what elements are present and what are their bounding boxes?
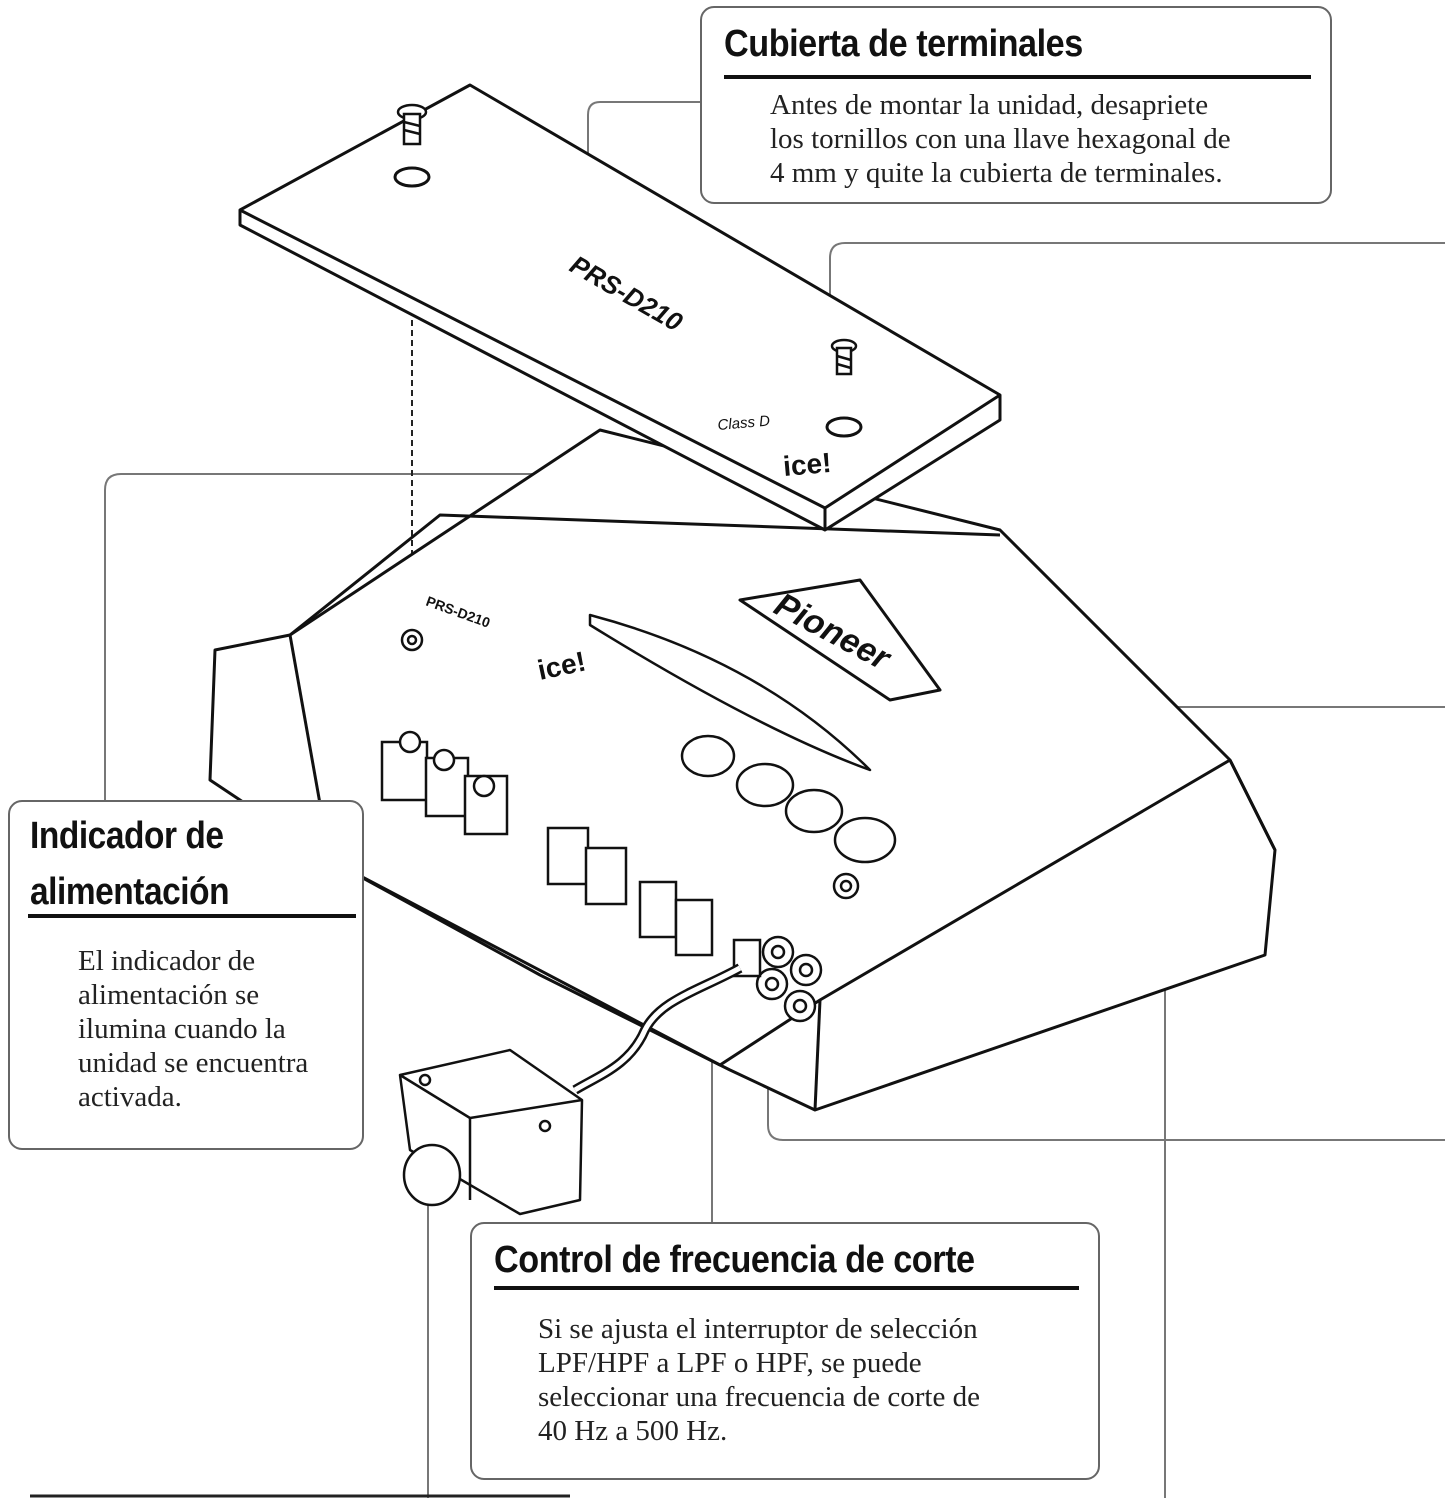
body-line: seleccionar una frecuencia de corte de (538, 1381, 980, 1413)
leader-bottom-right (767, 780, 1445, 1141)
title-rule (724, 75, 1311, 79)
callout-body: Antes de montar la unidad, desapriete lo… (770, 88, 1330, 190)
body-line: unidad se encuentra (78, 1047, 309, 1079)
speaker-terminals (380, 628, 860, 957)
hex-screw-icon (396, 103, 858, 376)
body-line: Antes de montar la unidad, desapriete (770, 89, 1209, 121)
body-line: activada. (78, 1081, 182, 1113)
callout-cutoff-frequency: Control de frecuencia de corte Si se aju… (470, 1222, 1100, 1480)
callout-power-indicator: Indicador de alimentación El indicador d… (8, 800, 364, 1150)
callout-body: Si se ajusta el interruptor de selección… (538, 1312, 1083, 1448)
body-line: 4 mm y quite la cubierta de terminales. (770, 157, 1223, 189)
title-rule (494, 1286, 1079, 1290)
remote-level-control (398, 963, 743, 1216)
cover-ice-logo: ice! (782, 447, 833, 482)
terminal-cover (238, 83, 1002, 532)
body-line: 40 Hz a 500 Hz. (538, 1415, 728, 1447)
title-rule (28, 914, 356, 918)
leader-top-right (829, 242, 1445, 850)
body-line: los tornillos con una llave hexagonal de (770, 123, 1231, 155)
body-line: ilumina cuando la (78, 1013, 286, 1045)
callout-title: Cubierta de terminales (724, 23, 1083, 65)
callout-terminal-cover: Cubierta de terminales Antes de montar l… (700, 6, 1332, 204)
body-line: LPF/HPF a LPF o HPF, se puede (538, 1347, 922, 1379)
callout-title: Control de frecuencia de corte (494, 1239, 975, 1281)
cover-class-d: Class D (717, 412, 771, 434)
callout-body: El indicador de alimentación se ilumina … (78, 944, 358, 1114)
title-line: alimentación (30, 871, 230, 913)
leader-terminal-cover (587, 101, 700, 178)
title-line: Indicador de (30, 815, 224, 857)
body-line: El indicador de (78, 945, 256, 977)
body-line: Si se ajusta el interruptor de selección (538, 1313, 978, 1345)
body-line: alimentación se (78, 979, 260, 1011)
control-dials (680, 734, 897, 864)
callout-title: Indicador de alimentación (30, 808, 320, 920)
amplifier-body (208, 428, 1277, 1112)
